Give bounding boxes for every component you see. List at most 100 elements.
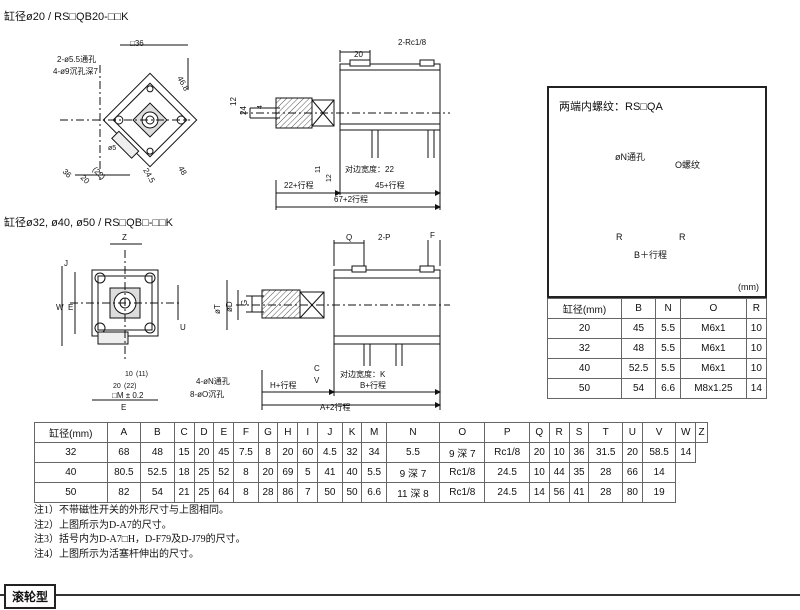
main-table-cell: 52 [213, 462, 235, 483]
d2-label-2: W [56, 303, 64, 312]
small-table-header: O [680, 298, 747, 319]
main-table-cell: 20 [193, 442, 215, 463]
main-table-header: G [257, 422, 279, 443]
main-table-header: A [106, 422, 142, 443]
d2-label-22: H+行程 [270, 380, 296, 390]
drawing1-side-view [240, 50, 450, 210]
main-table-header: I [297, 422, 319, 443]
main-table-cell: 7 [297, 482, 319, 503]
main-table-cell: 11 深 8 [385, 482, 441, 503]
note-3: 注3）括号内为D-A7□H，D-F79及D-J79的尺寸。 [34, 534, 246, 545]
main-table-cell: 8 [257, 442, 279, 463]
main-table-cell: 28 [588, 482, 623, 503]
main-table-cell: 20 [528, 442, 550, 463]
main-table-cell: 52.5 [140, 462, 175, 483]
d2-label-17: øD [225, 301, 234, 312]
main-table-cell: 64 [213, 482, 235, 503]
small-table-cell: 5.5 [655, 338, 682, 359]
main-table-cell: 21 [173, 482, 195, 503]
small-table-cell: 48 [620, 338, 657, 359]
d2-label-15: F [430, 231, 435, 240]
main-table-cell: 9 深 7 [385, 462, 441, 483]
small-table-cell: 10 [745, 318, 768, 339]
d1-label-4: 24 [239, 106, 248, 115]
footer-section-label: 滚轮型 [4, 584, 57, 609]
main-table-header: U [621, 422, 643, 443]
note-4: 注4）上图所示为活塞杆伸出的尺寸。 [34, 548, 199, 560]
main-table-cell: 14 [641, 462, 677, 483]
main-table-cell: 24.5 [484, 462, 530, 483]
inset-label-b: B＋行程 [634, 250, 668, 260]
main-table-cell: 4.5 [317, 442, 343, 463]
main-table-cell: 7.5 [233, 442, 259, 463]
d2-label-0: Z [122, 233, 127, 242]
d1-label-16: 12 [326, 174, 333, 182]
main-table-cell: 54 [140, 482, 175, 503]
d1-label-10: 48 [176, 165, 189, 178]
main-table-cell: 35 [568, 462, 590, 483]
drawing2-end-view [61, 243, 180, 401]
small-table-cell: 10 [745, 358, 768, 379]
drawing2-side-view [226, 240, 450, 410]
small-table-cell: M8x1.25 [680, 378, 747, 399]
main-table-cell: 10 [548, 442, 570, 463]
small-table-header: 缸径(mm) [547, 298, 622, 319]
d1-label-8: 2-Rc1/8 [398, 38, 427, 47]
main-table-cell: 28 [588, 462, 623, 483]
small-table-cell: 40 [547, 358, 622, 379]
main-table-cell: 44 [548, 462, 570, 483]
main-table-header: S [568, 422, 590, 443]
main-table-cell: 14 [528, 482, 550, 503]
main-table-cell: 28 [257, 482, 279, 503]
main-table-cell: 41 [568, 482, 590, 503]
d1-label-0: □36 [130, 39, 144, 48]
d1-label-20: 67+2行程 [334, 194, 368, 204]
small-table-header: B [620, 298, 657, 319]
inset-title: 两端内螺纹：RS□QA [559, 101, 663, 113]
main-table-cell: 15 [173, 442, 195, 463]
d2-label-9: 10 [125, 371, 133, 378]
main-table-cell: 8 [233, 482, 259, 503]
d2-label-16: øT [213, 304, 222, 314]
main-table-header: E [213, 422, 235, 443]
main-table-header: H [277, 422, 299, 443]
small-table-cell: M6x1 [680, 358, 747, 379]
main-table-cell: 20 [257, 462, 279, 483]
d1-label-1: 2-ø5.5通孔 [57, 54, 96, 64]
note-1: 注1）不带磁性开关的外形尺寸与上图相同。 [34, 505, 229, 516]
main-table-cell: 5 [297, 462, 319, 483]
drawing1-end-view [60, 44, 198, 180]
d1-label-15: 11 [315, 166, 322, 173]
inset-label-r-right: R [679, 232, 686, 242]
small-table-cell: 14 [745, 378, 768, 399]
main-table-cell: 32 [341, 442, 363, 463]
main-table-header: 缸径(mm) [34, 422, 108, 443]
d1-label-7: 20 [354, 50, 363, 59]
main-table-cell: Rc1/8 [484, 442, 530, 463]
main-table-header: V [641, 422, 677, 443]
main-table-cell: 40 [341, 462, 363, 483]
small-table-cell: 20 [547, 318, 622, 339]
main-table-header: J [317, 422, 343, 443]
d2-label-21: 对边宽度：K [340, 369, 386, 379]
main-table-cell: 68 [106, 442, 142, 463]
main-table-header: M [361, 422, 387, 443]
main-table-cell: Rc1/8 [439, 462, 486, 483]
main-table-cell: 25 [193, 462, 215, 483]
d2-label-19: C [314, 364, 320, 373]
small-table-cell: 5.5 [655, 358, 682, 379]
d1-label-11: 36 [61, 167, 74, 180]
d2-label-3: E [68, 303, 73, 312]
small-table-cell: M6x1 [680, 338, 747, 359]
main-table-cell: 48 [140, 442, 175, 463]
small-table-header: R [745, 298, 768, 319]
inset-unit: (mm) [738, 282, 759, 292]
main-table-cell: 45 [213, 442, 235, 463]
d1-label-9: 24.5 [141, 167, 157, 185]
